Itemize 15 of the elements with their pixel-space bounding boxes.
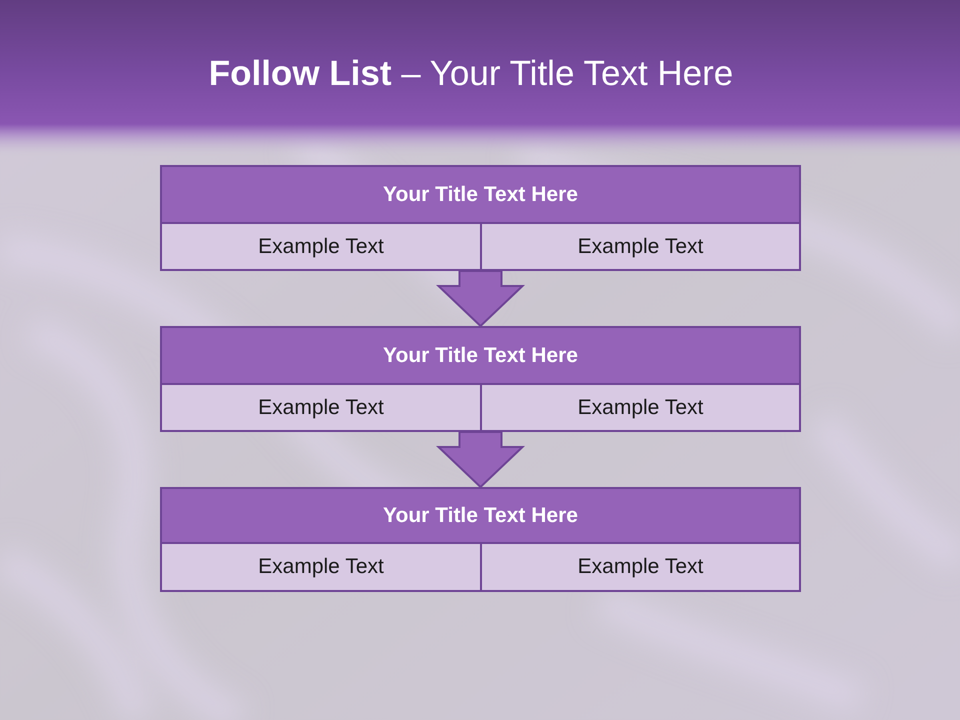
list-item-cell: Example Text — [480, 224, 799, 269]
list-item-cell: Example Text — [480, 385, 799, 430]
list-group-panel — [160, 326, 801, 432]
list-group-panel — [160, 165, 801, 271]
slide-title: Follow List – Your Title Text Here — [208, 53, 734, 95]
list-item-cell: Example Text — [162, 544, 480, 590]
header-bar: Your Title Text Here — [162, 167, 799, 224]
block-arrow — [436, 270, 525, 328]
list-item-cell: Example Text — [162, 224, 480, 269]
list-item-cell: Example Text — [480, 544, 799, 590]
list-group-panel — [160, 487, 801, 592]
list-item-cell: Example Text — [162, 385, 480, 430]
header-bar: Your Title Text Here — [162, 328, 799, 385]
header-bar: Your Title Text Here — [162, 489, 799, 544]
block-arrow — [436, 431, 525, 488]
